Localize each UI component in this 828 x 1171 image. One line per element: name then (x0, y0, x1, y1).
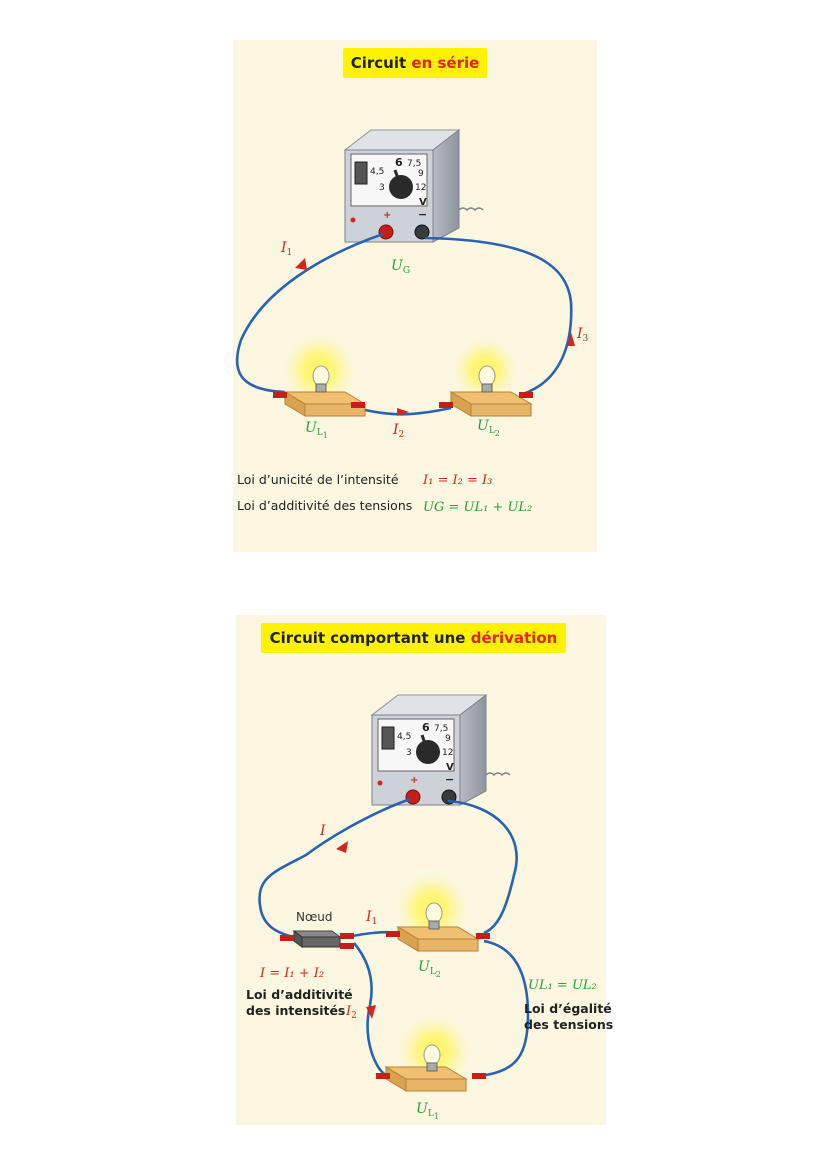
dial-unit: V (446, 762, 454, 773)
lamp-l1 (273, 334, 367, 417)
label-i1: I1 (280, 240, 292, 258)
formula-intensities: I = I₁ + I₂ (259, 966, 324, 981)
plus-terminal (405, 789, 421, 805)
current-arrow-i1 (295, 258, 307, 270)
law-intensities-line2: des intensités (246, 1003, 345, 1018)
dial-label-4-5: 4,5 (397, 732, 411, 742)
parallel-circuit-panel: Circuit comportant une dérivation 3 4,5 … (236, 615, 613, 1125)
law-tensions-line1: Loi d’égalité (524, 1001, 612, 1016)
generator: 3 4,5 6 7,5 9 12 V + − (343, 128, 484, 243)
lamp-l2 (439, 338, 533, 417)
dial-label-9: 9 (445, 734, 451, 744)
lamp-l2 (386, 873, 490, 952)
dial-label-3: 3 (406, 748, 412, 758)
power-switch (381, 726, 395, 750)
current-arrow-i (336, 841, 348, 853)
plus-sign: + (383, 210, 391, 221)
title-plain-text: Circuit comportant une (269, 629, 466, 647)
parallel-circuit-diagram: 3 4,5 6 7,5 9 12 V + − (246, 693, 613, 1121)
plus-sign: + (410, 775, 418, 786)
label-ul1: UL1 (305, 420, 328, 440)
series-circuit-title: Circuit en série (343, 48, 487, 78)
minus-sign: − (445, 773, 454, 786)
label-ul2: UL2 (418, 959, 441, 979)
node-label: Nœud (296, 910, 332, 924)
power-led (350, 217, 356, 223)
power-switch (354, 161, 368, 185)
law-tensions-line2: des tensions (524, 1017, 613, 1032)
parallel-circuit-title: Circuit comportant une dérivation (261, 623, 566, 653)
label-ug: UG (391, 258, 410, 276)
label-i2: I2 (392, 422, 404, 440)
current-arrow-i3 (567, 332, 575, 346)
dial-label-6: 6 (422, 721, 430, 734)
dial-label-6: 6 (395, 156, 403, 169)
label-i2: I2 (345, 1004, 357, 1021)
series-wires (235, 232, 573, 416)
law-unicity-formula: I₁ = I₂ = I₃ (422, 473, 492, 488)
current-arrow-i2 (397, 408, 409, 416)
title-accent-text: en série (411, 54, 480, 72)
dial-label-7-5: 7,5 (407, 159, 421, 169)
power-cord (458, 207, 484, 212)
minus-terminal (414, 224, 430, 240)
title-accent-text: dérivation (470, 629, 558, 647)
node (280, 930, 354, 949)
plus-terminal (378, 224, 394, 240)
dial-label-9: 9 (418, 169, 424, 179)
dial-label-12: 12 (415, 183, 426, 193)
law-additivity-formula: UG = UL₁ + UL₂ (423, 500, 532, 515)
power-led (377, 780, 383, 786)
dial-label-12: 12 (442, 748, 453, 758)
dial-label-3: 3 (379, 183, 385, 193)
minus-sign: − (418, 208, 427, 221)
label-i3: I3 (576, 326, 589, 344)
power-cord (485, 772, 511, 777)
current-arrow-i2 (366, 1005, 376, 1019)
label-i: I (319, 823, 326, 839)
law-additivity-text: Loi d’additivité des tensions (237, 498, 412, 513)
dial-unit: V (419, 197, 427, 208)
lamp-l1 (376, 1015, 486, 1092)
label-ul1: UL1 (416, 1101, 439, 1121)
title-plain-text: Circuit (350, 54, 407, 72)
law-intensities-line1: Loi d’additivité (246, 987, 353, 1002)
law-unicity-text: Loi d’unicité de l’intensité (237, 472, 399, 487)
generator: 3 4,5 6 7,5 9 12 V + − (370, 693, 511, 806)
formula-tensions: UL₁ = UL₂ (528, 978, 597, 993)
series-circuit-panel: Circuit en série 3 4,5 6 7,5 (233, 40, 597, 552)
label-i1: I1 (365, 909, 377, 927)
dial-label-7-5: 7,5 (434, 724, 448, 734)
dial-label-4-5: 4,5 (370, 167, 384, 177)
label-ul2: UL2 (477, 418, 500, 438)
series-circuit-diagram: 3 4,5 6 7,5 9 12 V + − (235, 128, 589, 515)
